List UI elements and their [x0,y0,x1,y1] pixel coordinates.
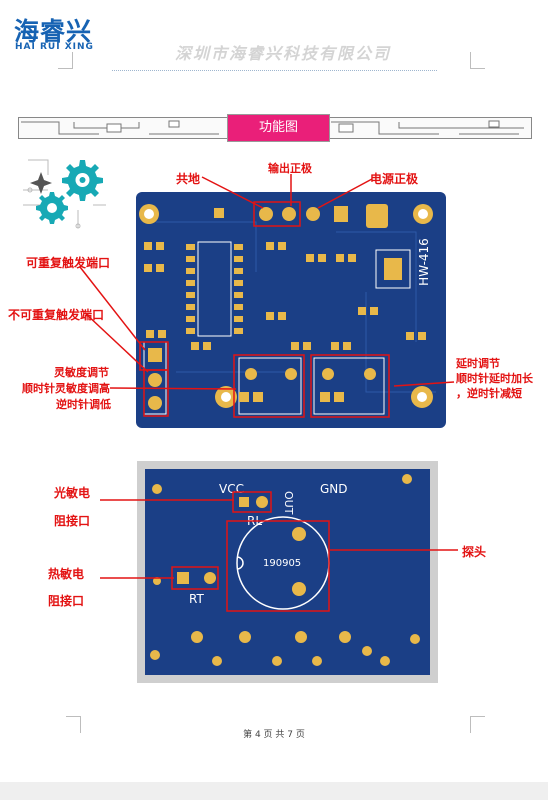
label-photoresistor-1: 光敏电 [54,486,91,500]
label-thermistor-2: 阻接口 [48,594,85,608]
crop-mark-bottom-left [66,716,81,733]
company-name: 深圳市海睿兴科技有限公司 [175,44,392,63]
label-delay-ccw: ，逆时针减短 [456,387,522,400]
label-non-repeat-trigger-port: 不可重复触发端口 [8,308,105,322]
gnd-silkscreen: GND [320,482,348,496]
label-sensitivity-title: 灵敏度调节 [54,366,109,379]
label-thermistor-1: 热敏电 [48,567,85,581]
circuit-pattern [21,120,524,135]
label-repeat-trigger-port: 可重复触发端口 [26,256,111,270]
label-sensitivity-cw: 顺时针灵敏度调高 [22,382,110,395]
section-title: 功能图 [227,114,330,142]
crop-mark-bottom-right [470,716,485,733]
sensor-adapter-board: 190905 VCC GND OUT RL RT [137,461,438,683]
logo-subtext: HAI RUI XING [15,42,94,52]
page-bottom-bar [0,782,548,800]
model-silkscreen: HW-416 [417,238,431,286]
rt-silkscreen: RT [189,592,204,606]
header-divider [112,70,437,71]
board2-callout-lines [100,499,458,579]
out-silkscreen: OUT [282,491,295,515]
label-sensitivity-ccw: 逆时针调低 [56,398,111,411]
gear-decoration-icon [23,159,106,229]
label-delay-title: 延时调节 [456,357,500,370]
label-power-positive: 电源正极 [370,172,419,186]
probe-silkscreen: 190905 [263,558,301,569]
crop-mark-top-right [470,52,485,69]
pir-module-board: HW-416 [136,192,446,428]
crop-mark-top-left [58,52,73,69]
page-number: 第 4 页 共 7 页 [243,730,305,740]
label-photoresistor-2: 阻接口 [54,514,91,528]
label-output-positive: 输出正极 [268,162,312,175]
label-probe: 探头 [462,545,487,559]
board1-callout-lines [79,174,455,390]
label-ground: 共地 [176,172,201,186]
logo-text: 海睿兴 [14,17,93,46]
label-delay-cw: 顺时针延时加长 [456,372,533,385]
